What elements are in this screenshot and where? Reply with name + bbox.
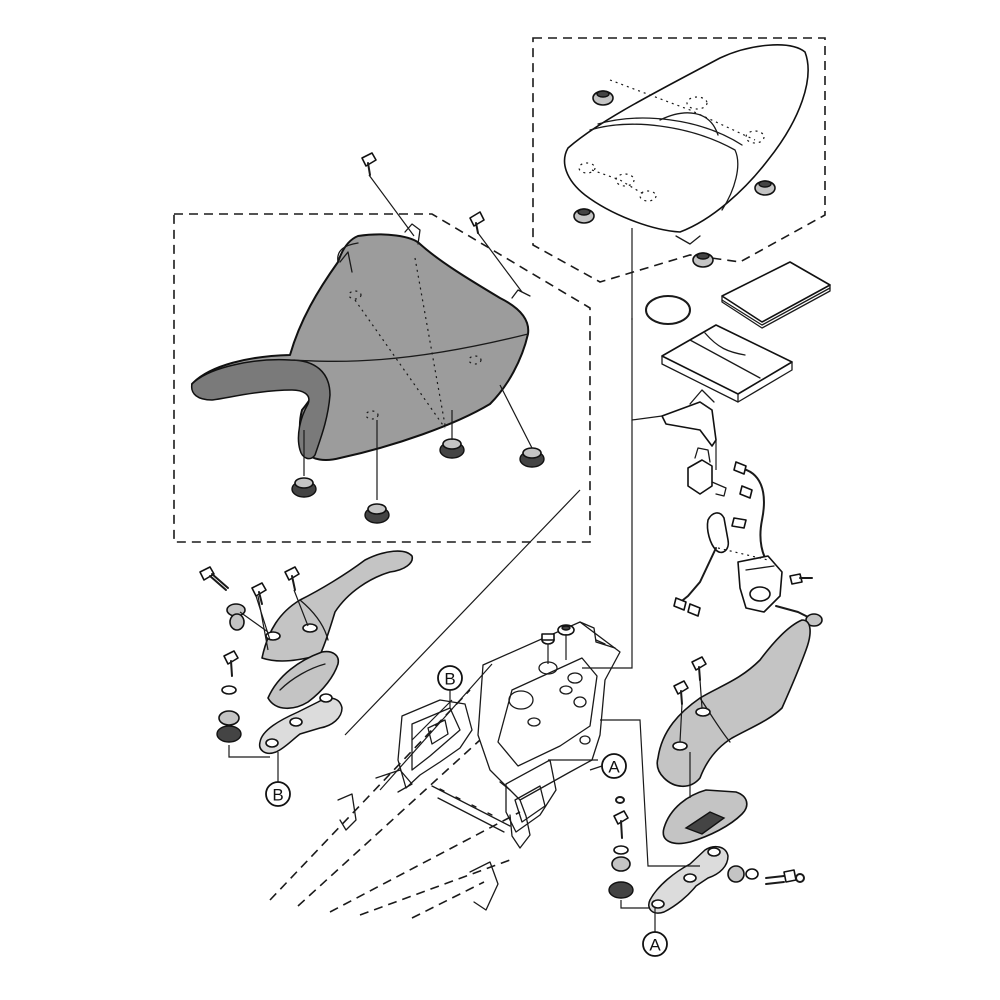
tail-light-bracket: [661, 389, 717, 447]
owners-manual: [721, 261, 831, 329]
frame-rails: [269, 689, 521, 919]
rider-seat-group: [173, 152, 591, 543]
rider-seat: [190, 223, 531, 461]
light-leader: [717, 547, 769, 561]
callout-a-right-frame-label: A: [608, 758, 620, 777]
callout-a-bottom-label: A: [649, 936, 661, 955]
callout-b-frame: B: [437, 665, 463, 691]
rear-seat-damper: [573, 90, 776, 268]
left-fasteners: [199, 566, 309, 743]
rear-seat-group: [532, 37, 826, 318]
left-grab-bar: [261, 550, 414, 662]
right-grab-bar-cover: [662, 789, 748, 845]
callout-b-frame-label: B: [444, 670, 455, 689]
tool-bag: [661, 324, 793, 403]
wiring-harness: [687, 447, 771, 567]
rear-seat-cowl: [563, 44, 809, 245]
license-plate-light: [673, 512, 747, 617]
callout-a-bottom: A: [642, 931, 668, 957]
rear-frame: [337, 621, 621, 911]
reflector-assembly: [737, 555, 823, 627]
callout-a-frame-leader: [589, 765, 603, 771]
callout-a-right-frame: A: [601, 753, 627, 779]
right-grab-bar: [656, 619, 811, 788]
assembly-leaders: [257, 318, 700, 867]
left-grab-bar-bracket: [258, 693, 343, 754]
right-fasteners: [608, 656, 805, 899]
rear-seat-group-boundary: [532, 37, 826, 283]
bushing-leader-right: [620, 900, 650, 909]
rider-seat-bolt: [361, 152, 485, 234]
left-grab-bar-cover: [267, 650, 340, 710]
rider-seat-group-boundary: [173, 213, 591, 543]
rider-seat-damper: [291, 438, 545, 524]
callout-b-left-bottom-label: B: [272, 786, 283, 805]
bushing-leader: [228, 745, 270, 758]
right-grab-bar-bracket: [648, 845, 729, 914]
o-ring: [645, 295, 691, 325]
callout-b-left-bottom: B: [265, 781, 291, 807]
